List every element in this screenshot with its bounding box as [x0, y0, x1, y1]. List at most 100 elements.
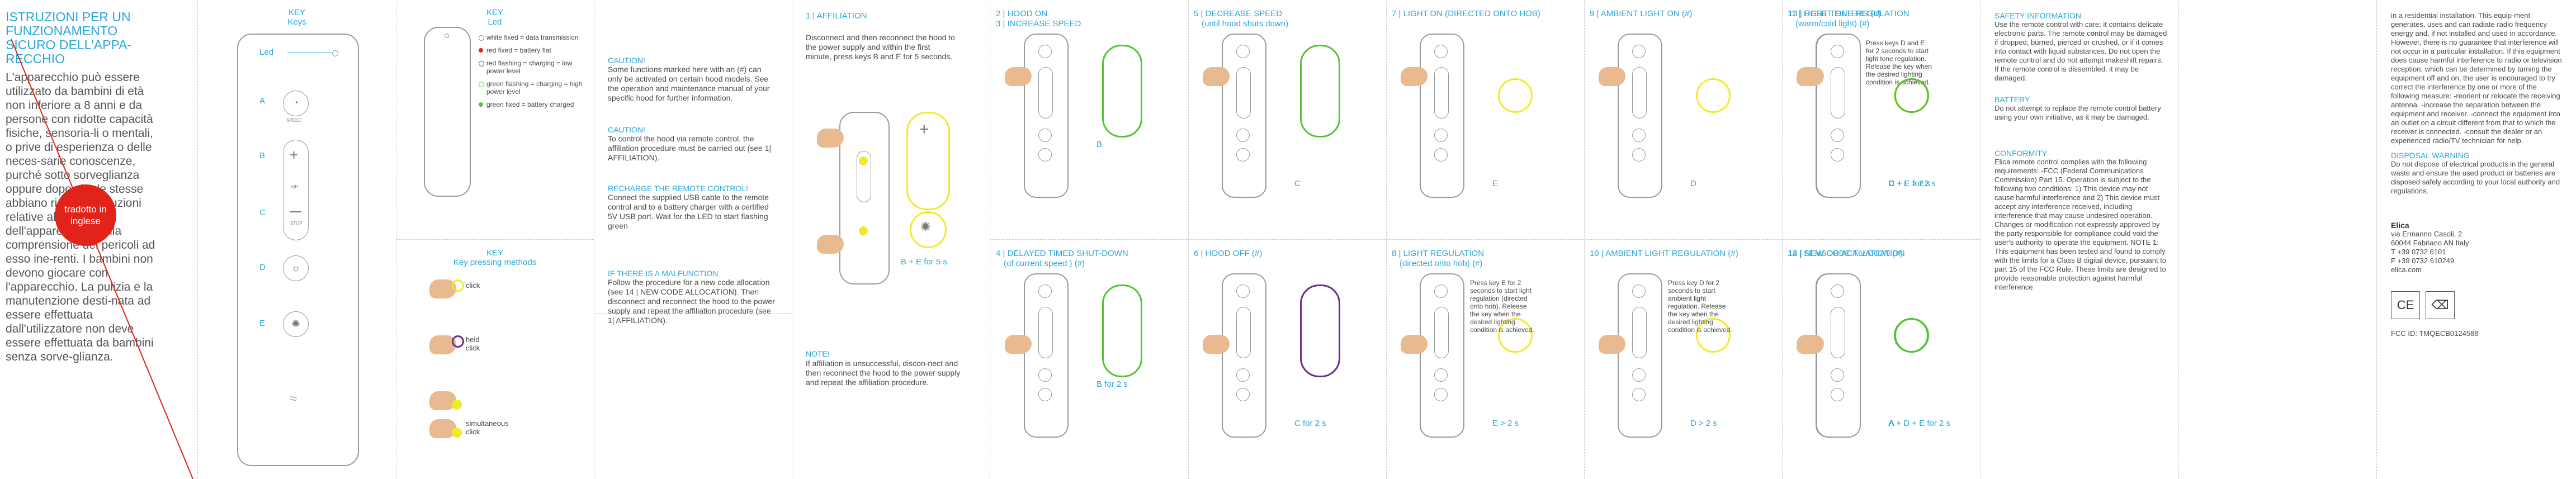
affiliation-panel: 1 | AFFILIATION Disconnect and then reco… — [806, 0, 985, 479]
ce-mark: CE — [2391, 291, 2420, 319]
step-finger — [1401, 335, 1428, 354]
key-d-label: D — [259, 263, 266, 272]
stamp-text: tradotto in inglese — [64, 204, 107, 226]
step-caption: D — [1690, 179, 1696, 188]
step-stick — [1434, 307, 1449, 358]
led-item-white: white fixed = data transmission — [479, 34, 590, 41]
step-stick — [1434, 67, 1449, 118]
elica-logo-icon: ≈ — [290, 391, 297, 406]
key-b-label: B — [259, 151, 266, 160]
ambient-light-button: ☼ — [283, 255, 309, 281]
battery-body: Do not attempt to replace the remote con… — [1994, 104, 2161, 121]
step-btn-d — [1434, 368, 1448, 382]
conformity-body: Elica remote control complies with the f… — [1994, 158, 2167, 291]
note-title: NOTE! — [806, 349, 830, 358]
caution-1-body: Some functions marked here with an (#) c… — [608, 65, 770, 102]
step-panel: 13 | RESET FILTERS (#)C + E for 2 s — [1783, 0, 1981, 239]
simultaneous-ring-1 — [452, 400, 462, 410]
step-result-ring — [1300, 284, 1340, 377]
step-btn-a — [1831, 45, 1844, 58]
step-caption: C — [1294, 179, 1301, 188]
step-title: 5 | DECREASE SPEED(until hood shuts down… — [1194, 9, 1289, 29]
step-stick — [1236, 67, 1251, 118]
held-label: held click — [466, 335, 480, 352]
company-name: Elica — [2391, 221, 2409, 230]
safety-body: Use the remote control with care; it con… — [1994, 20, 2167, 82]
step-panel: 5 | DECREASE SPEED(until hood shuts down… — [1188, 0, 1386, 239]
step-title: 11 | LIGHT TONE REGULATION(warm/cold lig… — [1788, 9, 1909, 29]
h-separator — [396, 239, 594, 240]
step-btn-d — [1434, 129, 1448, 142]
step-caption: B for 2 s — [1096, 380, 1128, 389]
step-caption: C for 2 s — [1294, 419, 1326, 428]
step-result-ring — [1498, 318, 1533, 353]
step-stick — [1632, 307, 1647, 358]
step-title: 7 | LIGHT ON (directed onto hob) — [1392, 9, 1540, 18]
finger-simultaneous-1 — [429, 391, 456, 410]
step-panel: 9 | AMBIENT LIGHT ON (#)D — [1584, 0, 1782, 239]
step-panel: 4 | DELAYED TIMED SHUT-DOWN(of current s… — [990, 240, 1188, 479]
step-finger — [1005, 67, 1032, 86]
italian-panel: ISTRUZIONI PER UN FUNZIONAMENTO SICURO D… — [0, 0, 196, 479]
key-press-subtitle: Key pressing methods — [453, 258, 537, 267]
step-title: 8 | LIGHT REGULATION(directed onto hob) … — [1392, 249, 1485, 268]
caution-panel: CAUTION! Some functions marked here with… — [608, 0, 787, 479]
step-btn-e — [1434, 148, 1448, 162]
held-ring — [452, 335, 464, 348]
caution-1-title: CAUTION! — [608, 56, 645, 65]
affiliation-body: Disconnect and then reconnect the hood t… — [806, 33, 955, 61]
step-title: 6 | HOOD OFF (#) — [1194, 249, 1263, 258]
step-btn-a — [1831, 284, 1844, 298]
translated-stamp: tradotto in inglese — [55, 184, 116, 246]
step-btn-e — [1038, 388, 1052, 401]
speed-stick — [283, 140, 309, 240]
air-text: AIR — [291, 184, 299, 189]
step-btn-d — [1632, 129, 1646, 142]
step-btn-e — [1038, 148, 1052, 162]
key-a-label: A — [259, 96, 266, 106]
key-press-title: KEY — [486, 248, 503, 258]
step-btn-a — [1434, 284, 1448, 298]
led-item-red-fixed: red fixed = battery flat — [479, 46, 590, 54]
step-result-ring — [1498, 78, 1533, 113]
key-led-panel: KEY Led white fixed = data transmission … — [396, 0, 594, 479]
weee-bin-icon: ⌫ — [2426, 291, 2455, 319]
key-led-title: KEY — [486, 8, 503, 17]
caution-2-body: To control the hood via remote control, … — [608, 134, 772, 162]
address-line: 60044 Fabriano AN Italy — [2391, 239, 2469, 247]
step-panel: 6 | HOOD OFF (#) C for 2 s — [1188, 240, 1386, 479]
step-caption: D + E > 2 s — [1888, 179, 1931, 188]
address-line: T +39 0732 6101 — [2391, 248, 2446, 256]
step-caption: A — [1888, 419, 1894, 428]
step-result-ring — [1102, 45, 1142, 137]
remote-mini — [424, 27, 471, 197]
step-btn-a — [1434, 45, 1448, 58]
step-stick — [1038, 67, 1053, 118]
minus-icon — [290, 211, 301, 212]
step-btn-d — [1831, 129, 1844, 142]
recharge-body: Connect the supplied USB cable to the re… — [608, 193, 769, 230]
address-line: F +39 0732 610249 — [2391, 257, 2455, 265]
step-btn-a — [1236, 45, 1250, 58]
step-btn-e — [1632, 388, 1646, 401]
step-body: Press key D for 2 seconds to start ambie… — [1668, 279, 1732, 334]
malfunction-body: Follow the procedure for a new code allo… — [608, 278, 775, 325]
address-line: elica.com — [2391, 265, 2422, 274]
step-caption: C + E for 2 s — [1889, 179, 1936, 188]
step-finger — [1797, 335, 1824, 354]
safety-title: SAFETY INFORMATION — [1994, 11, 2082, 20]
step-finger — [1599, 335, 1625, 354]
step-btn-d — [1831, 368, 1844, 382]
step-result-ring — [1300, 45, 1340, 137]
step-stick — [1038, 307, 1053, 358]
affiliation-e — [859, 226, 868, 235]
step-result-ring — [1696, 318, 1731, 353]
speed-text: SPEED — [286, 118, 302, 123]
simultaneous-ring-2 — [452, 428, 462, 438]
affiliation-finger-2 — [817, 235, 844, 254]
step-body: Press key E for 2 seconds to start light… — [1470, 279, 1534, 334]
step-finger — [1401, 67, 1428, 86]
malfunction-title: IF THERE IS A MALFUNCTION — [608, 269, 719, 278]
affiliation-stick-ring — [906, 112, 950, 210]
